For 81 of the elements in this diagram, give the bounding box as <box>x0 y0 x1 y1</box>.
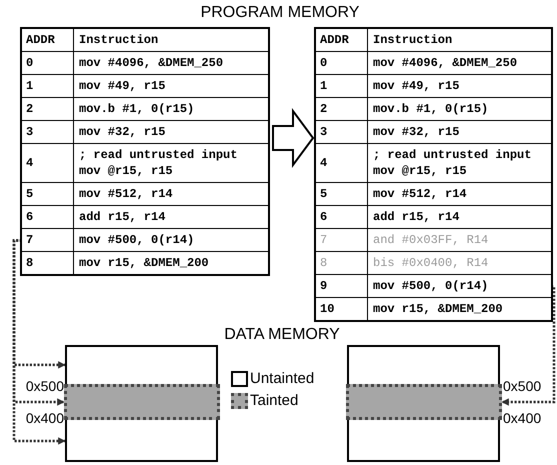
address-label: 0x400 <box>24 409 64 427</box>
address-text: 8 <box>320 255 328 271</box>
program-table <box>20 27 270 276</box>
program-table <box>314 27 553 322</box>
instruction-text: ; read untrusted input mov @r15, r15 <box>373 147 532 179</box>
table-row <box>22 121 268 144</box>
table-row <box>22 98 268 121</box>
column-header: Instruction <box>373 32 452 48</box>
table-row <box>316 52 551 75</box>
table-header-row <box>316 29 551 52</box>
table-row <box>316 275 551 298</box>
tainted-region <box>346 384 502 420</box>
address-text: 1 <box>26 78 34 94</box>
instruction-text: add r15, r14 <box>79 209 166 225</box>
address-text: 1 <box>320 78 328 94</box>
address-text: 2 <box>26 101 34 117</box>
table-row <box>22 183 268 206</box>
address-label: 0x500 <box>24 377 64 395</box>
address-text: 5 <box>26 186 34 202</box>
address-text: 2 <box>320 101 328 117</box>
address-text: 4 <box>26 155 34 171</box>
instruction-text: mov #32, r15 <box>373 124 460 140</box>
table-row <box>316 121 551 144</box>
section-heading: DATA MEMORY <box>223 326 341 344</box>
dotted-arrow <box>12 239 66 445</box>
table-row <box>316 183 551 206</box>
instruction-text: mov.b #1, 0(r15) <box>79 101 194 117</box>
instruction-text: mov #4096, &DMEM_250 <box>373 55 518 71</box>
table-row <box>316 144 551 183</box>
address-text: 3 <box>26 124 34 140</box>
hollow-arrow <box>272 108 314 168</box>
instruction-text: mov #49, r15 <box>79 78 166 94</box>
table-row <box>22 52 268 75</box>
table-row <box>316 75 551 98</box>
table-row <box>316 229 551 252</box>
diagram-title: PROGRAM MEMORY <box>200 3 360 23</box>
address-text: 7 <box>320 232 328 248</box>
column-header: ADDR <box>320 32 349 48</box>
dotted-arrow <box>501 285 556 406</box>
instruction-text: mov #512, r14 <box>373 186 467 202</box>
instruction-text: mov #32, r15 <box>79 124 166 140</box>
tainted-region <box>64 384 220 420</box>
instruction-text: mov r15, &DMEM_200 <box>79 255 209 271</box>
column-header: ADDR <box>26 32 55 48</box>
table-header-row <box>22 29 268 52</box>
legend-label: Tainted <box>250 392 298 410</box>
table-row <box>22 75 268 98</box>
instruction-text: bis #0x0400, R14 <box>373 255 488 271</box>
address-text: 8 <box>26 255 34 271</box>
memory-block <box>347 345 500 462</box>
address-text: 0 <box>320 55 328 71</box>
address-text: 7 <box>26 232 34 248</box>
column-header: Instruction <box>79 32 158 48</box>
address-text: 9 <box>320 278 328 294</box>
instruction-text: mov #512, r14 <box>79 186 173 202</box>
address-label: 0x500 <box>503 377 542 395</box>
address-text: 6 <box>320 209 328 225</box>
address-text: 4 <box>320 155 328 171</box>
address-text: 10 <box>320 301 334 317</box>
address-text: 6 <box>26 209 34 225</box>
address-text: 0 <box>26 55 34 71</box>
address-text: 3 <box>320 124 328 140</box>
instruction-text: mov #500, 0(r14) <box>373 278 488 294</box>
table-row <box>316 206 551 229</box>
table-row <box>22 206 268 229</box>
legend-label: Untainted <box>250 370 314 388</box>
instruction-text: ; read untrusted input mov @r15, r15 <box>79 147 238 179</box>
instruction-text: add r15, r14 <box>373 209 460 225</box>
instruction-text: mov #49, r15 <box>373 78 460 94</box>
table-row <box>22 144 268 183</box>
table-row <box>22 229 268 252</box>
instruction-text: mov #500, 0(r14) <box>79 232 194 248</box>
instruction-text: and #0x03FF, R14 <box>373 232 488 248</box>
address-label: 0x400 <box>503 409 542 427</box>
table-row <box>316 98 551 121</box>
instruction-text: mov r15, &DMEM_200 <box>373 301 503 317</box>
table-row <box>316 252 551 275</box>
instruction-text: mov.b #1, 0(r15) <box>373 101 488 117</box>
address-text: 5 <box>320 186 328 202</box>
instruction-text: mov #4096, &DMEM_250 <box>79 55 224 71</box>
memory-block <box>65 345 218 462</box>
